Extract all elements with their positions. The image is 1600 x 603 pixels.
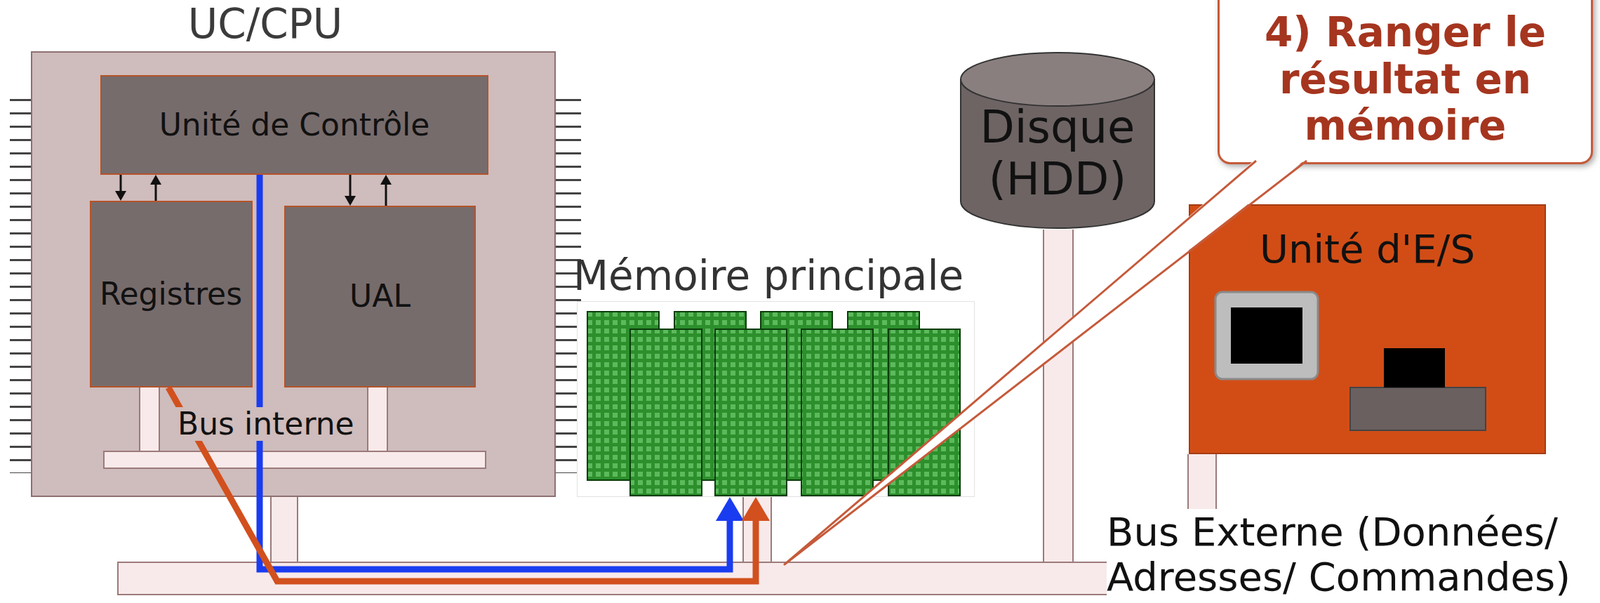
- bus-connection: [149, 387, 151, 451]
- cpu-title: UC/CPU: [4, 2, 527, 48]
- bus-label: Bus Externe (Données/ Adresses/ Commande…: [1106, 508, 1571, 600]
- memory-block: Mémoire principale: [576, 301, 975, 497]
- flow-arrow: [150, 174, 162, 201]
- flow-arrow: [259, 174, 744, 570]
- callout-text: 4) Ranger le résultat en mémoire: [1230, 9, 1581, 150]
- register-box: Registres: [89, 200, 253, 388]
- io-label: Unité d'E/S: [1259, 226, 1476, 272]
- bus-label: Bus interne: [174, 407, 358, 441]
- flow-arrow: [168, 387, 770, 582]
- memory-title: Mémoire principale: [573, 254, 964, 299]
- bus-connection: [1058, 229, 1059, 562]
- bus-connection: [377, 387, 379, 451]
- disk-cylinder-node: Disque (HDD): [959, 51, 1156, 230]
- callout-box: 4) Ranger le résultat en mémoire: [1217, 0, 1593, 165]
- bus-connection: [1202, 454, 1203, 562]
- flow-arrow: [115, 174, 127, 201]
- label-holder: Bus Externe (Données/ Adresses/ Commande…: [1106, 509, 1591, 600]
- io-card: Unité d'E/S: [1188, 204, 1546, 455]
- unit-label: Unité de Contrôle: [159, 107, 431, 144]
- unit-label: UAL: [349, 278, 411, 315]
- disk-label: Disque (HDD): [966, 101, 1149, 205]
- cpu-box: UC/CPUUnité de ContrôleRegistresUALBus i…: [30, 51, 556, 497]
- alu-box: UAL: [284, 205, 476, 388]
- control-unit-box: Unité de Contrôle: [100, 75, 489, 175]
- memory-modules: [577, 301, 976, 498]
- unit-label: Registres: [99, 276, 243, 313]
- flow-arrow: [344, 174, 356, 206]
- internal-bus: Bus interne: [103, 450, 487, 469]
- bus-connection: [284, 496, 285, 562]
- flow-arrow: [380, 174, 392, 206]
